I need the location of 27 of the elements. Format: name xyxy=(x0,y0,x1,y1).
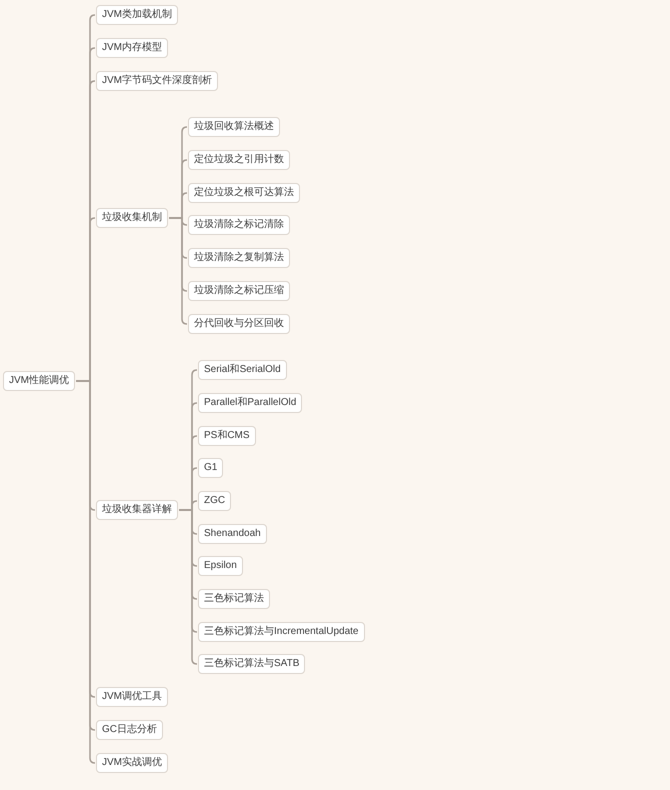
topic-box: 垃圾清除之标记清除 xyxy=(188,215,290,235)
topic-box: JVM实战调优 xyxy=(96,753,168,773)
topic-box: 定位垃圾之引用计数 xyxy=(188,150,290,170)
topic-box: 分代回收与分区回收 xyxy=(188,314,290,334)
topic-box: 三色标记算法与IncrementalUpdate xyxy=(198,622,364,642)
topic-box: 三色标记算法与SATB xyxy=(198,654,306,674)
topic-box: 垃圾清除之标记压缩 xyxy=(188,281,290,301)
topic-box: JVM内存模型 xyxy=(96,38,168,58)
topic-box: Serial和SerialOld xyxy=(198,360,287,380)
topic-box: Shenandoah xyxy=(198,524,267,544)
connector-line xyxy=(179,509,198,665)
topic-box: 垃圾收集机制 xyxy=(96,208,168,228)
topic-box: JVM类加载机制 xyxy=(96,5,178,25)
topic-box: Parallel和ParallelOld xyxy=(198,393,302,413)
topic-box: 垃圾清除之复制算法 xyxy=(188,248,290,268)
topic-box: 定位垃圾之根可达算法 xyxy=(188,183,300,203)
topic-box: Epsilon xyxy=(198,556,243,576)
central-topic-box: JVM性能调优 xyxy=(3,371,75,391)
topic-box: PS和CMS xyxy=(198,426,256,446)
topic-box: 垃圾回收算法概述 xyxy=(188,117,280,137)
topic-box: 垃圾收集器详解 xyxy=(96,500,178,520)
topic-box: ZGC xyxy=(198,491,232,511)
topic-box: 三色标记算法 xyxy=(198,589,270,609)
topic-box: G1 xyxy=(198,458,224,478)
topic-box: JVM调优工具 xyxy=(96,687,168,707)
topic-box: JVM字节码文件深度剖析 xyxy=(96,71,218,91)
topic-box: GC日志分析 xyxy=(96,720,163,740)
